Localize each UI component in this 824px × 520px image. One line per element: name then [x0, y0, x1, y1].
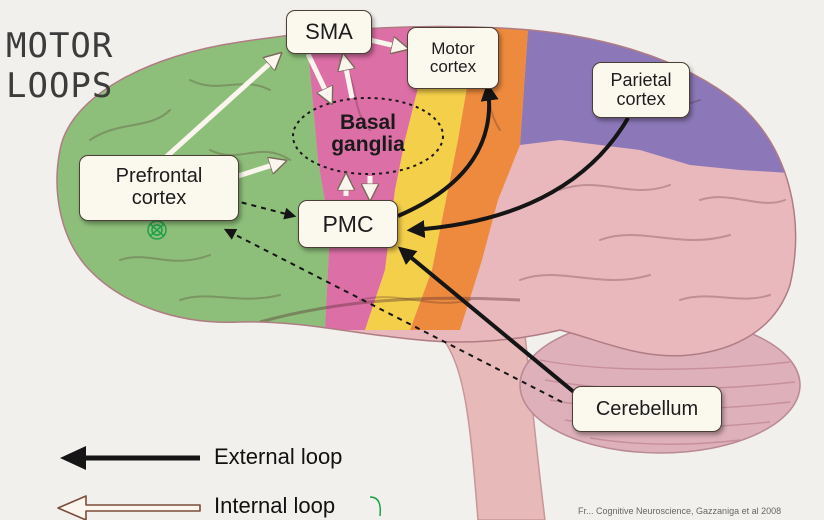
pmc-label: PMC	[298, 200, 398, 248]
external-loop-arrows	[397, 82, 630, 395]
title-line-1: MOTOR	[6, 26, 114, 66]
legend-external-arrow	[60, 446, 200, 470]
legend-internal-arrow	[57, 495, 201, 520]
parietal-cortex-label: Parietal cortex	[592, 62, 690, 118]
basal-ganglia-label: Basal ganglia	[331, 111, 405, 156]
sma-label: SMA	[286, 10, 372, 54]
basal-ganglia-outline	[292, 97, 444, 175]
prefrontal-cortex-label: Prefrontal cortex	[79, 155, 239, 221]
source-credit: Fr... Cognitive Neuroscience, Gazzaniga …	[578, 506, 782, 516]
internal-loop-arrows	[163, 40, 404, 196]
title-line-2: LOOPS	[6, 66, 114, 106]
green-annotation-mark	[369, 496, 382, 517]
green-doodle	[147, 220, 167, 240]
legend-internal-loop: Internal loop	[214, 493, 336, 518]
dashed-arrows	[223, 199, 563, 403]
slide-title: MOTOR LOOPS	[6, 26, 113, 106]
cerebellum-label: Cerebellum	[572, 386, 722, 432]
legend-external-loop: External loop	[214, 444, 343, 469]
motor-cortex-label: Motor cortex	[407, 27, 499, 89]
